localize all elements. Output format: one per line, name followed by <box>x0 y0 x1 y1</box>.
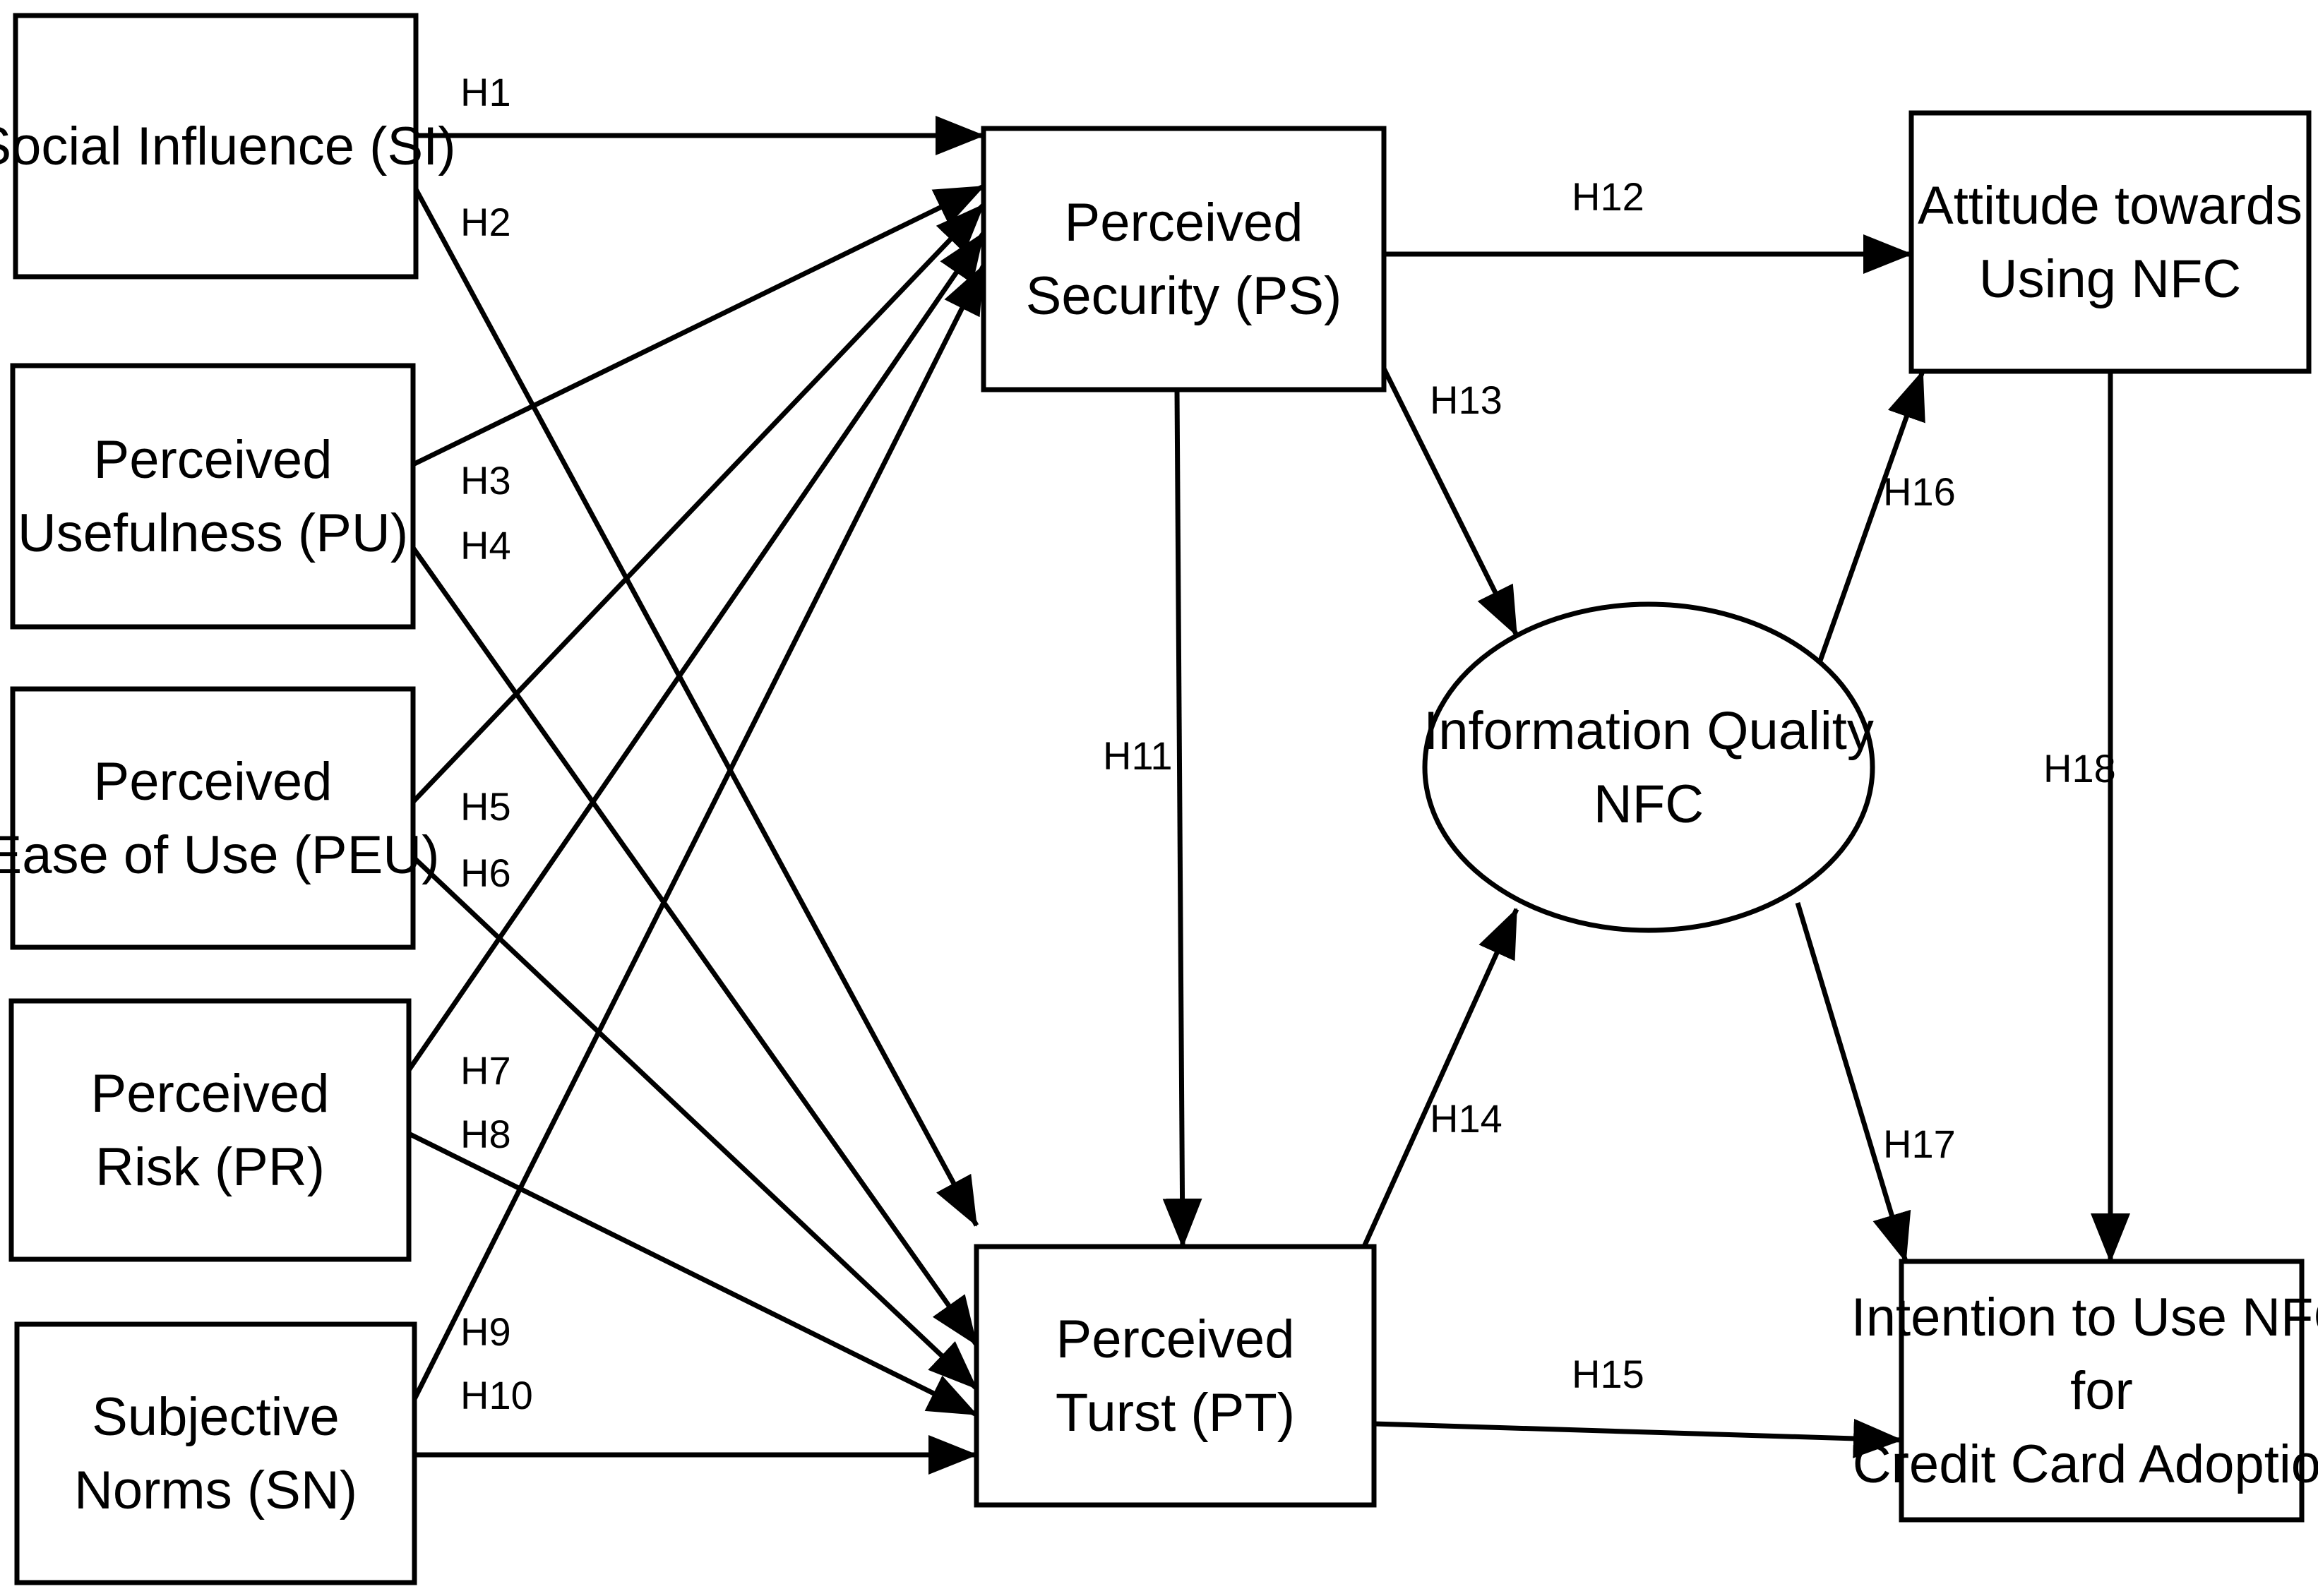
node-pu-label-line: Perceived <box>94 430 333 490</box>
edge-sn-to-ps <box>412 264 986 1400</box>
node-ps-label-line: Perceived <box>1065 193 1303 253</box>
hypothesis-label-h14: H14 <box>1430 1096 1502 1141</box>
node-pt-box <box>974 1244 1377 1508</box>
node-iq-label-line: NFC <box>1594 774 1704 834</box>
edge-iq-to-att <box>1817 370 1925 662</box>
node-int-label-line: for <box>2070 1361 2133 1421</box>
edge-pt-to-int <box>1373 1418 1903 1458</box>
node-pr-label-line: Perceived <box>91 1064 330 1124</box>
node-si: Social Influence (SI) <box>0 13 456 280</box>
hypothesis-label-h3: H3 <box>460 458 511 503</box>
node-sn-label-line: Norms (SN) <box>74 1460 357 1520</box>
node-int-label-line: Intention to Use NFC <box>1851 1288 2318 1348</box>
hypothesis-label-h8: H8 <box>460 1112 511 1156</box>
edge-pr-to-pt <box>407 1131 978 1417</box>
node-ps-box <box>981 126 1387 392</box>
hypothesis-label-h1: H1 <box>460 70 511 114</box>
edge-pt-to-iq <box>1361 908 1519 1248</box>
node-att-box <box>1908 110 2312 374</box>
hypothesis-label-h11: H11 <box>1103 733 1173 778</box>
node-peu-box <box>10 686 416 950</box>
node-sn-label-line: Subjective <box>92 1387 340 1447</box>
hypothesis-label-h17: H17 <box>1883 1122 1956 1166</box>
hypothesis-label-h4: H4 <box>460 523 511 568</box>
edge-si-to-pt <box>413 188 979 1227</box>
node-att-label-line: Attitude towards <box>1918 176 2302 236</box>
edge-ps-to-pt <box>1162 389 1202 1248</box>
edge-iq-to-int <box>1795 901 1911 1263</box>
hypothesis-label-h16: H16 <box>1883 469 1956 514</box>
hypothesis-label-h2: H2 <box>460 200 511 244</box>
edge-pu-to-ps <box>412 184 985 467</box>
hypothesis-label-h18: H18 <box>2043 746 2116 791</box>
node-si-label-line: Social Influence (SI) <box>0 116 456 176</box>
hypothesis-label-h5: H5 <box>460 784 511 829</box>
hypothesis-label-h12: H12 <box>1572 174 1644 219</box>
hypothesis-label-h13: H13 <box>1430 378 1502 422</box>
node-iq-ellipse <box>1422 601 1875 933</box>
node-si-label: Social Influence (SI) <box>0 116 456 176</box>
node-peu-label-line: Perceived <box>94 752 333 812</box>
hypothesis-label-h6: H6 <box>460 851 511 895</box>
edge-peu-to-pt <box>411 855 979 1391</box>
node-int-box <box>1899 1259 2305 1523</box>
node-pu-label-line: Usefulness (PU) <box>18 503 408 563</box>
hypothesis-label-h10: H10 <box>460 1373 533 1417</box>
node-int-label-line: Credit Card Adoption <box>1853 1434 2318 1494</box>
node-pt-label-line: Turst (PT) <box>1056 1383 1295 1443</box>
edges-layer <box>407 116 2130 1475</box>
node-pr-label-line: Risk (PR) <box>95 1137 325 1197</box>
node-si-box <box>13 13 419 280</box>
hypothesis-label-h9: H9 <box>460 1309 511 1354</box>
hypothesis-label-h15: H15 <box>1572 1352 1644 1396</box>
node-pt-label-line: Perceived <box>1056 1309 1295 1369</box>
node-att-label-line: Using NFC <box>1979 249 2242 309</box>
node-pu-box <box>10 363 416 630</box>
node-pr-box <box>8 998 412 1262</box>
node-ps-label-line: Security (PS) <box>1026 266 1342 326</box>
edge-pu-to-pt <box>411 546 979 1347</box>
hypothesis-label-h7: H7 <box>460 1048 511 1093</box>
edge-peu-to-ps <box>411 203 986 804</box>
node-sn-box <box>14 1321 417 1585</box>
edge-pr-to-ps <box>407 232 986 1072</box>
node-peu-label-line: Ease of Use (PEU) <box>0 825 440 885</box>
edge-ps-to-iq <box>1381 367 1519 637</box>
node-iq-label-line: Information Quality <box>1423 701 1874 761</box>
